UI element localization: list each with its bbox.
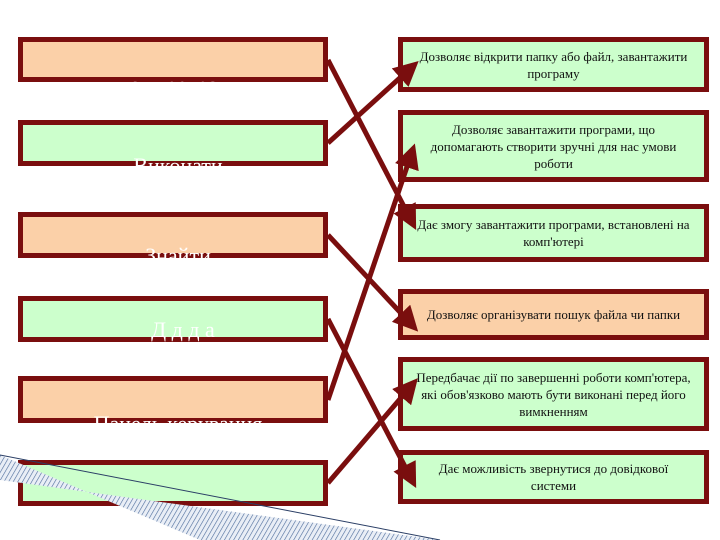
right-text-2: Дозволяє завантажити програми, що допома…	[430, 121, 677, 171]
left-box-6	[18, 460, 328, 506]
left-label-2: Виконати	[133, 153, 223, 178]
right-box-3: Дає змогу завантажити програми, встановл…	[398, 204, 709, 262]
right-text-6: Дає можливість звернутися до довідкової …	[438, 461, 669, 493]
left-box-1: у ст програми	[18, 37, 328, 97]
decorative-stripe	[0, 454, 441, 540]
left-label-3: Знайти	[145, 243, 211, 268]
right-text-5: Передбачає дії по завершенні роботи комп…	[416, 369, 691, 419]
right-text-3: Дає змогу завантажити програми, встановл…	[417, 217, 690, 249]
right-text-1: Дозволяє відкрити папку або файл, завант…	[419, 48, 688, 81]
right-box-1: Дозволяє відкрити папку або файл, завант…	[398, 37, 709, 92]
left-box-5: Панель керування	[18, 376, 328, 436]
left-box-2: Виконати	[18, 120, 328, 178]
right-box-6: Дає можливість звернутися до довідкової …	[398, 450, 709, 504]
right-box-2: Дозволяє завантажити програми, що допома…	[398, 110, 709, 182]
left-label-4: Д д д а	[151, 317, 215, 342]
left-label-1: у ст програми	[112, 72, 244, 97]
left-box-3: Знайти	[18, 212, 328, 268]
right-text-4: Дозволяє організувати пошук файла чи пап…	[426, 307, 681, 322]
right-box-5: Передбачає дії по завершенні роботи комп…	[398, 357, 709, 431]
left-box-4: Д д д а	[18, 296, 328, 342]
right-box-4: Дозволяє організувати пошук файла чи пап…	[398, 289, 709, 340]
left-label-5: Панель керування	[93, 411, 263, 436]
